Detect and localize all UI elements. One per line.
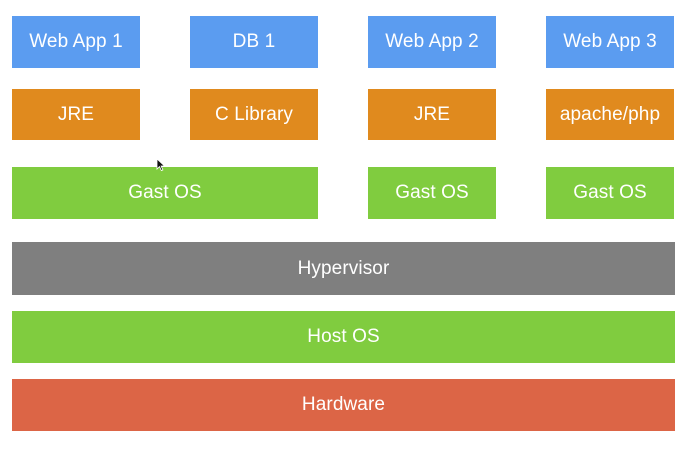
hardware-layer: Hardware: [12, 379, 675, 431]
app-block-db-1: DB 1: [190, 16, 318, 68]
guest-os-label: Gast OS: [573, 182, 647, 203]
app-label: DB 1: [232, 31, 276, 52]
library-label: apache/php: [559, 103, 661, 125]
library-label: JRE: [413, 103, 451, 125]
app-block-web-app-2: Web App 2: [368, 16, 496, 68]
library-block-apache-php: apache/php: [546, 89, 674, 140]
host-os-label: Host OS: [307, 326, 380, 347]
app-label: Web App 1: [29, 31, 123, 52]
guest-os-label: Gast OS: [128, 182, 202, 203]
host-os-layer: Host OS: [12, 311, 675, 363]
guest-os-block-3: Gast OS: [546, 167, 674, 219]
guest-os-block-1: Gast OS: [12, 167, 318, 219]
hypervisor-layer: Hypervisor: [12, 242, 675, 295]
hypervisor-label: Hypervisor: [297, 257, 390, 279]
app-label: Web App 2: [385, 31, 479, 52]
library-label: JRE: [57, 103, 95, 125]
hardware-label: Hardware: [301, 394, 386, 415]
app-block-web-app-1: Web App 1: [12, 16, 140, 68]
guest-os-block-2: Gast OS: [368, 167, 496, 219]
library-block-jre-1: JRE: [12, 89, 140, 140]
app-block-web-app-3: Web App 3: [546, 16, 674, 68]
guest-os-label: Gast OS: [395, 182, 469, 203]
mouse-pointer-icon: [156, 158, 166, 172]
app-label: Web App 3: [563, 31, 657, 52]
library-label: C Library: [215, 103, 293, 125]
library-block-jre-2: JRE: [368, 89, 496, 140]
library-block-c-library: C Library: [190, 89, 318, 140]
